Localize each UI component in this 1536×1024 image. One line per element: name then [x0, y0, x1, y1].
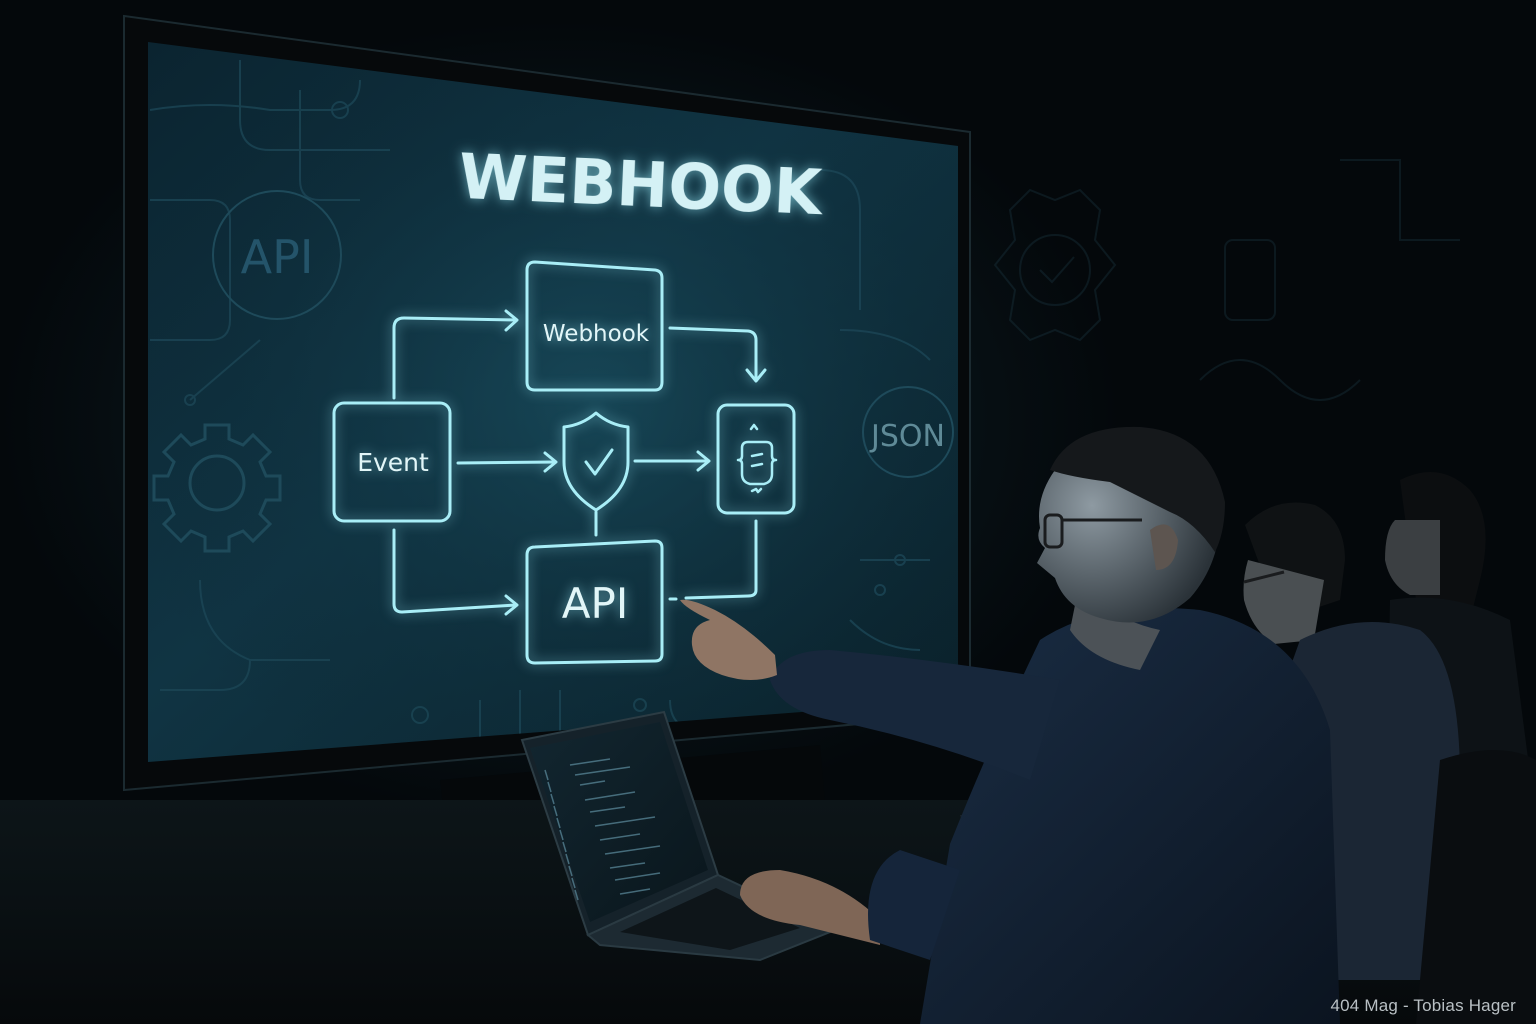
connector-json-to-api — [684, 519, 758, 600]
api-node — [525, 539, 664, 665]
json-handler-node — [716, 403, 796, 515]
laptop-foreground — [520, 710, 838, 962]
arrow-event-to-webhook — [392, 309, 519, 400]
webhook-node-label: Webhook — [543, 321, 650, 347]
background-gear-icon — [152, 423, 282, 553]
event-node — [332, 401, 452, 523]
arrow-webhook-to-json — [668, 326, 767, 383]
screen-title: WEBHOOK — [457, 140, 825, 229]
arrow-event-to-api — [392, 528, 519, 616]
arrow-shield-to-json — [633, 450, 711, 472]
glasses-icon — [1043, 513, 1142, 549]
screen-circuit-pattern — [149, 60, 931, 760]
curly-braces-icon — [736, 423, 778, 494]
arrow-event-to-shield — [456, 451, 558, 473]
person-presenter — [680, 426, 1340, 1024]
image-credit: 404 Mag - Tobias Hager — [1330, 996, 1516, 1015]
svg-text:API: API — [241, 230, 314, 284]
pointing-hand — [680, 599, 777, 680]
webhook-flow-diagram — [332, 260, 796, 665]
api-node-label: API — [562, 579, 628, 628]
webhook-node — [525, 260, 664, 392]
background-api-circle: API — [212, 190, 342, 320]
event-node-label: Event — [357, 448, 429, 477]
svg-text:JSON: JSON — [869, 419, 945, 454]
background-json-circle: JSON — [862, 386, 954, 478]
laptop-code-lines — [544, 758, 661, 901]
shield-check-icon — [562, 411, 630, 512]
